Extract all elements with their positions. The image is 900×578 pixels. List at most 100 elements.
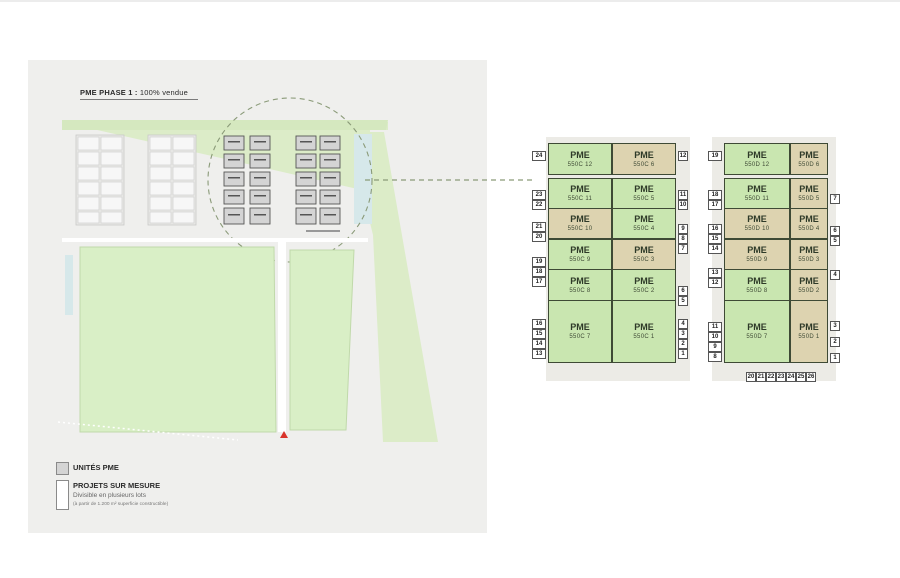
lot-number: 11 [708, 322, 722, 332]
lot-number: 7 [678, 244, 688, 254]
lot-number: 22 [532, 200, 546, 210]
unit-title: PME [634, 149, 654, 160]
lot-number: 16 [708, 224, 722, 234]
unit-code: 550C 8 [569, 287, 591, 294]
lot-number: 12 [708, 278, 722, 288]
unit-code: 550D 1 [798, 334, 820, 340]
lot-number: 2 [678, 339, 688, 349]
lot-number: 6 [830, 226, 840, 236]
unit-title: PME [570, 149, 590, 160]
unit-title: PME [747, 184, 767, 194]
lot-number: 21 [756, 372, 766, 382]
lot-number: 7 [830, 194, 840, 204]
unit-code: 550C 9 [569, 257, 591, 263]
phase-underline [80, 99, 198, 100]
legend-swatch-white [56, 480, 69, 510]
lot-number: 22 [766, 372, 776, 382]
unit-title: PME [747, 275, 767, 286]
phase-title: PME PHASE 1 : 100% vendue [80, 88, 188, 97]
unit-title: PME [799, 275, 819, 286]
legend-swatch-grey [56, 462, 69, 475]
unit-code: 550D 2 [798, 287, 820, 294]
unit-550c-4[interactable]: PME 550C 4 [612, 208, 676, 239]
lot-number: 3 [830, 321, 840, 331]
pme-units-highlighted [223, 135, 341, 225]
unit-title: PME [570, 184, 590, 194]
lot-number: 8 [678, 234, 688, 244]
unit-title: PME [634, 184, 654, 194]
unit-550c-11[interactable]: PME 550C 11 [548, 178, 612, 209]
unit-code: 550C 10 [567, 226, 593, 232]
unit-code: 550C 1 [633, 334, 655, 340]
unit-code: 550C 2 [633, 287, 655, 294]
unit-title: PME [634, 214, 654, 224]
unit-550c-3[interactable]: PME 550C 3 [612, 239, 676, 270]
water-strip-east [354, 134, 372, 224]
unit-code: 550D 9 [746, 257, 768, 263]
lot-number: 20 [746, 372, 756, 382]
unit-code: 550D 7 [746, 334, 768, 340]
unit-code: 550C 11 [567, 196, 593, 202]
lot-number: 17 [708, 200, 722, 210]
unit-550c-5[interactable]: PME 550C 5 [612, 178, 676, 209]
lot-number: 18 [708, 190, 722, 200]
site-plan-map [57, 97, 438, 442]
lot-number: 24 [532, 151, 546, 161]
unit-code: 550D 4 [798, 226, 820, 232]
pme-unit-cells-sold [77, 136, 195, 224]
lot-number: 25 [796, 372, 806, 382]
lot-number: 12 [678, 151, 688, 161]
unit-code: 550D 3 [798, 257, 820, 263]
phase-title-label: PME PHASE 1 : [80, 88, 138, 97]
unit-550c-10[interactable]: PME 550C 10 [548, 208, 612, 239]
lot-number: 19 [532, 257, 546, 267]
water-strip-west [65, 255, 73, 315]
lot-number: 24 [786, 372, 796, 382]
unit-code: 550C 3 [633, 257, 655, 263]
unit-550d-1[interactable]: PME 550D 1 [790, 300, 828, 363]
unit-code: 550D 6 [798, 161, 820, 168]
entrance-marker-icon [280, 431, 288, 438]
unit-code: 550C 5 [633, 196, 655, 202]
unit-title: PME [570, 214, 590, 224]
parking-strip [306, 230, 340, 232]
unit-title: PME [799, 214, 819, 224]
unit-title: PME [799, 149, 819, 160]
legend-label-custom: PROJETS SUR MESURE [73, 481, 161, 490]
unit-code: 550C 6 [633, 161, 655, 168]
lot-number: 23 [532, 190, 546, 200]
pme-unit-labels-map [228, 141, 336, 216]
lot-number: 1 [830, 353, 840, 363]
lot-number: 5 [678, 296, 688, 306]
unit-title: PME [634, 275, 654, 286]
unit-title: PME [634, 245, 654, 255]
legend-label-units: UNITÉS PME [73, 463, 119, 472]
unit-code: 550D 5 [798, 196, 820, 202]
zoom-connector [365, 179, 533, 181]
unit-title: PME [570, 275, 590, 286]
lot-number: 11 [678, 190, 688, 200]
unit-title: PME [799, 322, 819, 332]
lot-number: 26 [806, 372, 816, 382]
unit-550d-4[interactable]: PME 550D 4 [790, 208, 828, 239]
top-divider [0, 0, 900, 2]
unit-code: 550C 4 [633, 226, 655, 232]
unit-title: PME [747, 149, 767, 160]
